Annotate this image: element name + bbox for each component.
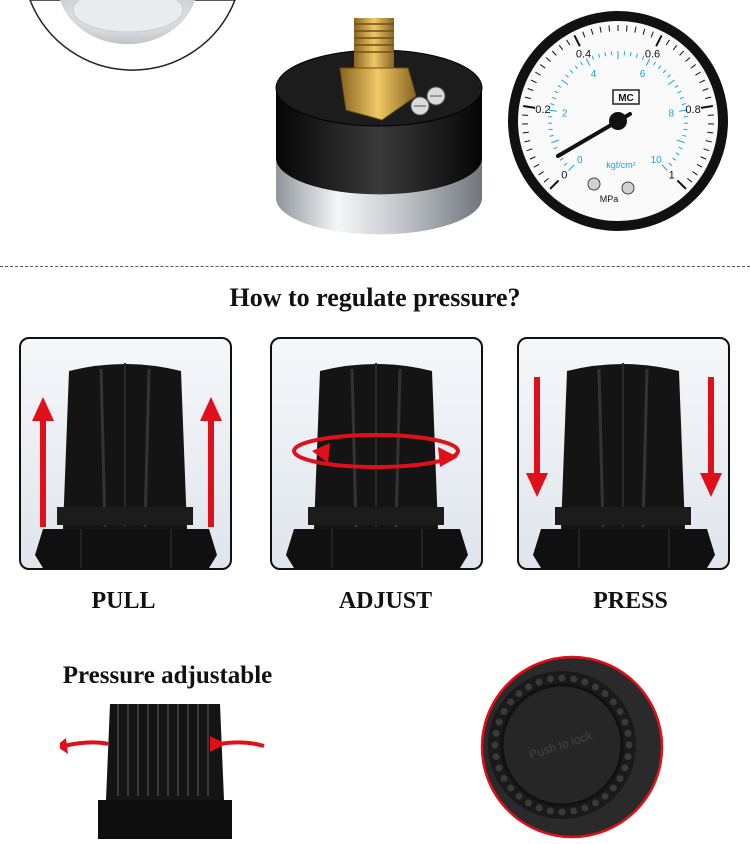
gauge-outer-label: 0 xyxy=(561,170,567,182)
gauge-inner-label: 8 xyxy=(669,109,675,120)
grip-bump xyxy=(592,683,599,690)
grip-bump xyxy=(492,742,499,749)
grip-bump xyxy=(581,804,588,811)
grip-bump xyxy=(581,679,588,686)
grip-bump xyxy=(507,698,514,705)
gauge-inner-label: 0 xyxy=(577,155,583,166)
grip-bump xyxy=(515,793,522,800)
gauge-tick xyxy=(626,25,627,31)
grip-bump xyxy=(617,708,624,715)
pull-panel xyxy=(19,337,232,570)
gauge-outer-label: 0.2 xyxy=(535,104,550,116)
adjustable-title: Pressure adjustable xyxy=(40,662,295,690)
grip-bump xyxy=(496,764,503,771)
gauge-partial-image xyxy=(0,0,240,80)
gauge-inner-label: 10 xyxy=(651,155,663,166)
grip-bump xyxy=(507,785,514,792)
adjust-panel xyxy=(270,337,483,570)
section-heading: How to regulate pressure? xyxy=(0,283,750,313)
grip-bump xyxy=(602,690,609,697)
grip-bump xyxy=(496,719,503,726)
section-divider xyxy=(0,266,750,267)
grip-bump xyxy=(547,807,554,814)
grip-bump xyxy=(547,676,554,683)
grip-bump xyxy=(536,679,543,686)
gauge-inner-tick xyxy=(549,129,553,130)
grip-bump xyxy=(626,742,633,749)
grip-bump xyxy=(624,730,631,737)
step-label-press: PRESS xyxy=(524,588,737,615)
up-arrow-icon xyxy=(32,397,54,527)
down-arrow-icon xyxy=(700,377,722,497)
grip-bump xyxy=(570,676,577,683)
grip-bump xyxy=(621,764,628,771)
grip-bump xyxy=(525,800,532,807)
gauge-outer-label: 1 xyxy=(669,170,675,182)
gauge-tick xyxy=(609,25,610,31)
grip-bump xyxy=(525,683,532,690)
regulator-knob xyxy=(533,363,715,568)
grip-bump xyxy=(536,804,543,811)
grip-bump xyxy=(493,753,500,760)
grip-bump xyxy=(621,719,628,726)
grip-bump xyxy=(500,775,507,782)
grip-bump xyxy=(500,708,507,715)
grip-bump xyxy=(570,807,577,814)
gauge-outer-label: 0.4 xyxy=(576,48,591,60)
push-to-lock-closeup: Push to lock xyxy=(480,655,665,839)
gauge-brand-mark: MC xyxy=(618,93,634,104)
step-label-adjust: ADJUST xyxy=(279,588,492,615)
grip-bump xyxy=(493,730,500,737)
grip-bump xyxy=(559,675,566,682)
down-arrow-icon xyxy=(526,377,548,497)
adjustable-knob-image xyxy=(60,700,270,839)
grip-bump xyxy=(610,785,617,792)
gauge-inner-label: 6 xyxy=(640,69,646,80)
grip-bump xyxy=(624,753,631,760)
grip-bump xyxy=(602,793,609,800)
gauge-outer-unit: MPa xyxy=(600,194,619,204)
gauge-inner-tick xyxy=(683,129,687,130)
grip-bump xyxy=(617,775,624,782)
grip-bump xyxy=(610,698,617,705)
regulator-knob xyxy=(35,363,217,568)
gauge-side-view-image xyxy=(270,8,495,243)
gauge-inner-label: 4 xyxy=(591,69,597,80)
grip-bump xyxy=(592,800,599,807)
grip-bump xyxy=(559,809,566,816)
gauge-outer-label: 0.8 xyxy=(685,104,700,116)
step-label-pull: PULL xyxy=(17,588,230,615)
grip-bump xyxy=(515,690,522,697)
press-panel xyxy=(517,337,730,570)
gauge-outer-label: 0.6 xyxy=(645,48,660,60)
up-arrow-icon xyxy=(200,397,222,527)
gauge-inner-label: 2 xyxy=(562,109,568,120)
gauge-inner-unit: kgf/cm² xyxy=(606,160,636,170)
